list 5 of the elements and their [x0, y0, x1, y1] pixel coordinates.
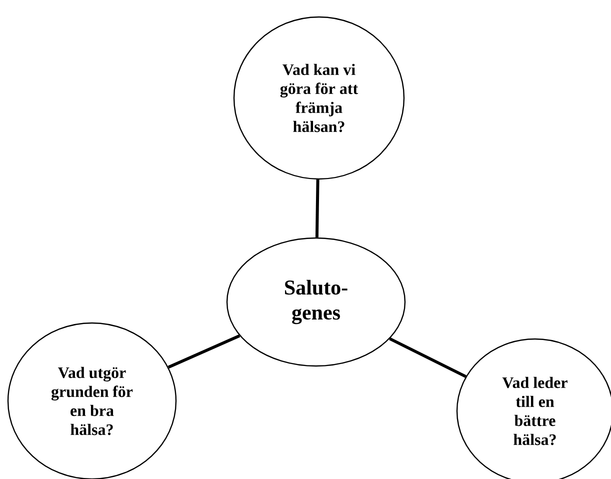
ellipse-node: Vad kan vi göra för att främja hälsan?	[233, 16, 405, 180]
connector-line	[168, 334, 240, 369]
connector-line	[389, 337, 466, 378]
ellipse-node: Saluto- genes	[226, 237, 406, 367]
connector-line	[315, 180, 320, 238]
